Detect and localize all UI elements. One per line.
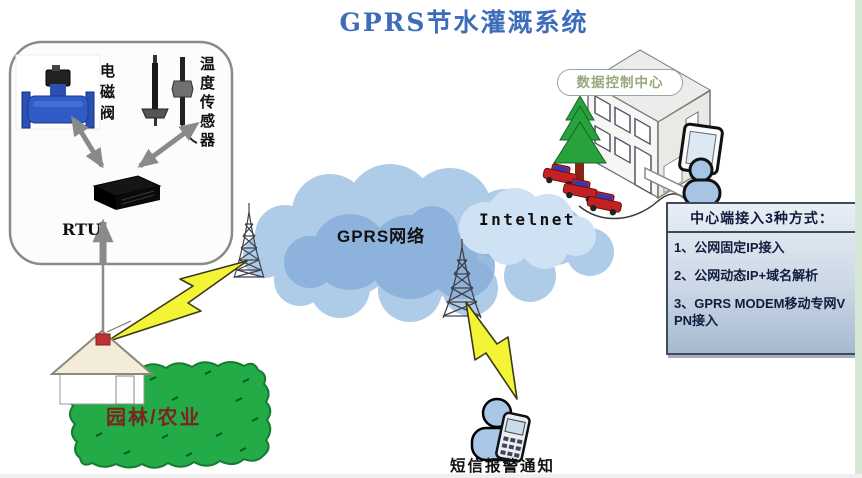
field-speckles bbox=[95, 370, 259, 457]
control-center-tag: 数据控制中心 bbox=[557, 69, 683, 96]
radio-tower-left-icon bbox=[233, 203, 265, 279]
valve-rtu-arrow-icon bbox=[71, 115, 105, 169]
phone-icon bbox=[495, 411, 531, 463]
internet-label: Intelnet bbox=[479, 210, 577, 229]
tree-icon bbox=[553, 95, 607, 183]
sms-person-icon bbox=[470, 397, 531, 463]
access-methods-box: 中心端接入3种方式： 1、公网固定IP接入 2、公网动态IP+域名解析 3、GP… bbox=[666, 202, 858, 355]
access-method-item: 2、公网动态IP+域名解析 bbox=[674, 267, 819, 283]
sensor-rtu-arrow-icon bbox=[137, 121, 200, 169]
antenna-brace bbox=[106, 320, 132, 333]
sms-alert-label: 短信报警通知 bbox=[450, 458, 556, 475]
access-method-item: 3、GPRS MODEM移动专网VPN接入 bbox=[674, 295, 846, 328]
operator-computer-icon bbox=[644, 122, 724, 208]
page-title: GPRS节水灌溉系统 bbox=[339, 8, 589, 37]
rtu-device-icon bbox=[92, 175, 162, 210]
right-edge-strip bbox=[855, 0, 862, 478]
cloud-to-center-link bbox=[578, 193, 686, 220]
access-method-item: 1、公网固定IP接入 bbox=[674, 240, 785, 255]
house-icon bbox=[49, 329, 155, 405]
access-methods-header: 中心端接入3种方式： bbox=[668, 204, 856, 233]
car-icons bbox=[542, 163, 622, 216]
lightning-bolt-left-icon bbox=[105, 260, 248, 343]
solenoid-valve-icon bbox=[15, 54, 101, 130]
valve-label: 电磁阀 bbox=[98, 63, 115, 126]
radio-tower-center-icon bbox=[442, 239, 482, 319]
rtu-label: RTU bbox=[62, 220, 101, 239]
gprs-cloud-shape bbox=[243, 164, 614, 322]
internet-blob bbox=[459, 188, 596, 269]
field-device-box bbox=[8, 40, 234, 266]
lightning-bolt-right-icon bbox=[465, 301, 518, 400]
gprs-network-label: GPRS网络 bbox=[337, 227, 426, 246]
access-methods-list: 1、公网固定IP接入 2、公网动态IP+域名解析 3、GPRS MODEM移动专… bbox=[668, 233, 856, 330]
temperature-sensor-label: 温度传感器 bbox=[198, 56, 215, 151]
field-label: 园林/农业 bbox=[106, 407, 202, 429]
bottom-edge-strip bbox=[0, 474, 862, 478]
